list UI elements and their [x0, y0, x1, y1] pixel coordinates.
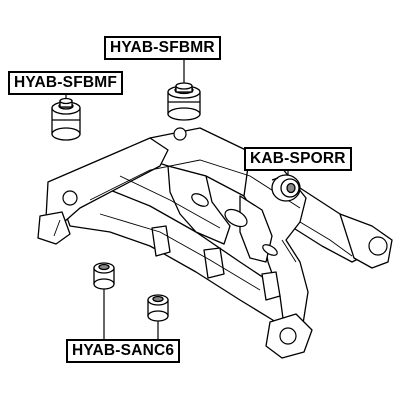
mount-hole-bottom-right [279, 327, 297, 345]
part-label-hyab-sfbmr: HYAB-SFBMR [104, 36, 221, 60]
hanger-bracket-3 [261, 271, 281, 301]
mount-hole-rear-left [173, 127, 187, 141]
hanger-bracket-2 [203, 247, 225, 279]
subframe-detail-lines [53, 159, 353, 291]
bushing-sanc6-left [93, 262, 115, 290]
bushing-sfbmr [167, 82, 201, 121]
part-label-hyab-sfbmf: HYAB-SFBMF [8, 71, 124, 95]
cutout-3 [262, 244, 278, 256]
bushing-sfbmf [51, 97, 81, 141]
mount-hole-rear-right [368, 236, 388, 256]
mount-hole-front-left [62, 190, 78, 206]
cutout-1 [224, 208, 248, 228]
part-label-hyab-sanc6: HYAB-SANC6 [66, 339, 181, 363]
cutout-2 [191, 193, 209, 207]
subframe-cutouts [62, 127, 388, 345]
bushing-sporr [271, 174, 301, 202]
lower-left-bracket [37, 211, 71, 245]
bushing-sanc6-right [147, 294, 169, 322]
hanger-bracket-1 [151, 225, 171, 257]
part-label-kab-sporr: KAB-SPORR [244, 147, 352, 171]
